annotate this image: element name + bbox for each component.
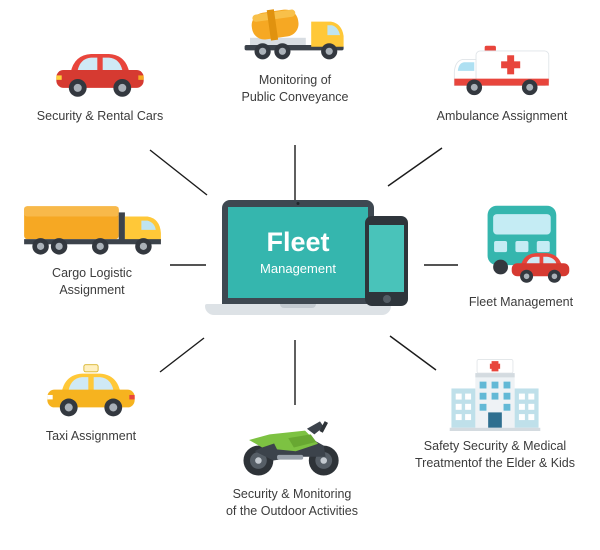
laptop-screen-content: Fleet Management — [228, 207, 368, 298]
hub-subtitle: Management — [260, 261, 336, 276]
node-label: Cargo Logistic Assignment — [52, 265, 132, 297]
node-fleet-management: Fleet Management — [452, 202, 590, 311]
motorcycle-icon — [243, 421, 339, 476]
node-label: Security & Monitoring of the Outdoor Act… — [225, 487, 358, 519]
red-car-icon — [56, 54, 144, 97]
node-cargo-logistic: Cargo Logistic Assignment — [8, 198, 176, 298]
smartphone-icon — [365, 216, 408, 306]
mixer-truck-icon — [244, 9, 344, 60]
laptop-icon: Fleet Management — [205, 200, 391, 315]
node-public-conveyance: Monitoring of Public Conveyance — [208, 0, 382, 106]
node-label: Monitoring of Public Conveyance — [241, 72, 349, 104]
webcam-dot-icon — [296, 202, 300, 205]
node-label: Ambulance Assignment — [436, 109, 568, 124]
node-label: Safety Security & Medical Treatmentof th… — [414, 439, 576, 471]
node-ambulance-assignment: Ambulance Assignment — [424, 44, 580, 125]
laptop-screen: Fleet Management — [222, 200, 374, 304]
node-label: Taxi Assignment — [45, 428, 137, 443]
fleet-management-hub: Fleet Management — [205, 200, 415, 332]
node-taxi-assignment: Taxi Assignment — [22, 362, 160, 445]
node-medical-treatment: Safety Security & Medical Treatmentof th… — [398, 356, 592, 472]
taxi-icon — [47, 364, 135, 417]
node-label: Fleet Management — [468, 295, 574, 310]
smartphone-home-button-icon — [382, 295, 391, 303]
cargo-truck-icon — [24, 206, 161, 255]
hub-title: Fleet — [266, 227, 330, 257]
bus-car-icon — [487, 205, 570, 283]
ambulance-icon — [453, 45, 550, 96]
node-label: Security & Rental Cars — [36, 109, 164, 124]
node-outdoor-activities: Security & Monitoring of the Outdoor Act… — [196, 412, 388, 520]
laptop-base — [205, 304, 391, 315]
hospital-icon — [449, 358, 541, 432]
node-security-rental-cars: Security & Rental Cars — [18, 46, 182, 125]
smartphone-screen — [369, 225, 404, 292]
